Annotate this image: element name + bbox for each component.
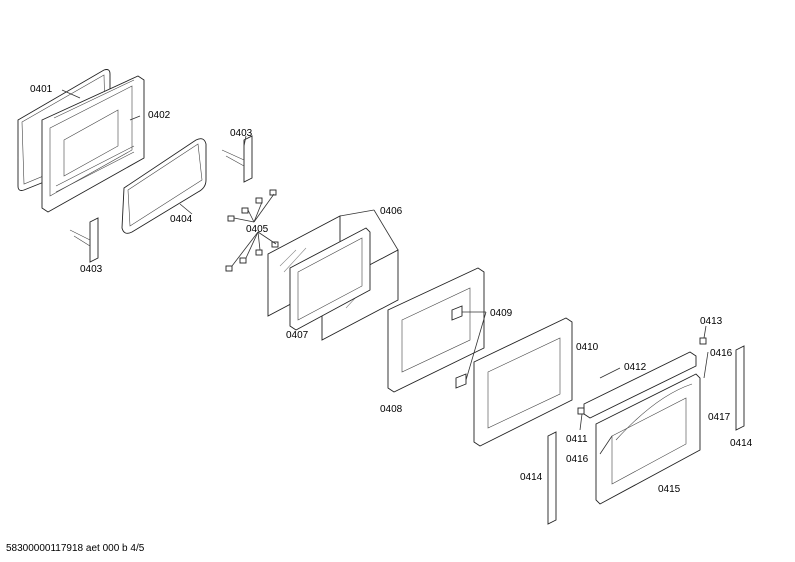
part-0409-bracket-lower — [455, 373, 467, 389]
part-0413-screw — [699, 337, 707, 345]
label-0401: 0401 — [30, 84, 53, 95]
part-0410-inner-door — [473, 317, 573, 447]
part-0404-gasket — [121, 138, 207, 234]
part-0414-side-strip-left — [547, 431, 557, 525]
label-0402: 0402 — [148, 110, 171, 121]
label-0414-right: 0414 — [730, 438, 753, 449]
label-0403-lower: 0403 — [80, 264, 103, 275]
part-0414-side-strip-right — [735, 345, 745, 431]
label-0414-left: 0414 — [520, 472, 543, 483]
part-0403-hinge-lower — [69, 217, 99, 263]
label-0409: 0409 — [490, 308, 513, 319]
part-0408-inner-panel — [387, 267, 485, 393]
label-0404: 0404 — [170, 214, 193, 225]
label-0410: 0410 — [576, 342, 599, 353]
label-0403-upper: 0403 — [230, 128, 253, 139]
part-0409-bracket-upper — [451, 305, 463, 321]
label-0415: 0415 — [658, 484, 681, 495]
label-0417: 0417 — [708, 412, 731, 423]
label-0411: 0411 — [566, 434, 588, 445]
leader-lines — [61, 89, 709, 455]
label-0406: 0406 — [380, 206, 403, 217]
part-0407-glass-frame — [289, 227, 371, 331]
label-0408: 0408 — [380, 404, 403, 415]
label-0412: 0412 — [624, 362, 647, 373]
part-0415-outer-door — [595, 373, 701, 505]
label-0416-upper: 0416 — [710, 348, 733, 359]
part-0411-clip — [577, 407, 585, 415]
label-0416-lower: 0416 — [566, 454, 589, 465]
label-0407: 0407 — [286, 330, 309, 341]
label-0413: 0413 — [700, 316, 723, 327]
part-0402-inner-frame — [41, 75, 145, 213]
part-0403-hinge-upper — [221, 135, 253, 183]
document-footer-code: 58300000117918 aet 000 b 4/5 — [6, 543, 145, 554]
label-0405: 0405 — [246, 224, 269, 235]
part-0405-clips — [225, 189, 279, 272]
